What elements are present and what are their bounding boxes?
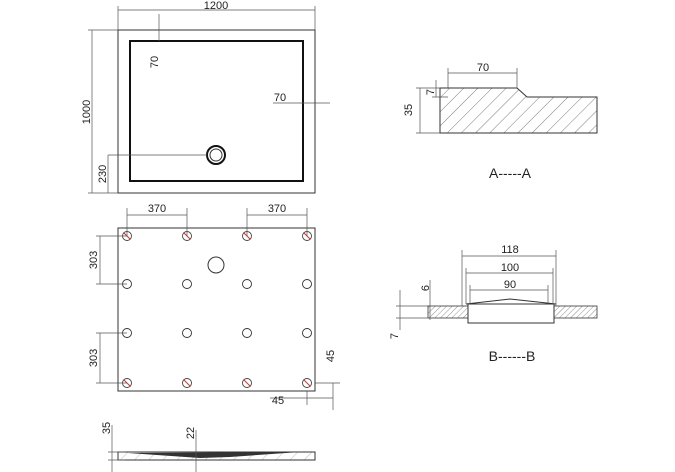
dim-rim-top: 70: [149, 56, 161, 68]
section-b-label: B------B: [489, 348, 536, 364]
bottom-view: 370 370 303 303 45 45: [88, 203, 340, 410]
tray-outline: [117, 29, 316, 194]
mounting-cross-mark: [243, 379, 251, 387]
support-foot: [302, 279, 312, 289]
dim-plate: 7: [389, 333, 401, 339]
support-foot: [302, 328, 312, 338]
support-foot: [242, 328, 252, 338]
dim-thickness: 35: [101, 422, 113, 434]
section-a-label: A-----A: [489, 165, 532, 181]
dim-drain-offset: 230: [97, 165, 109, 183]
dim-rim-right: 70: [274, 92, 286, 104]
support-foot: [302, 378, 312, 388]
dim-edge-horizontal: 45: [272, 395, 284, 407]
dim-width: 1200: [204, 0, 228, 12]
dim-middle: 100: [501, 262, 519, 274]
section-a-a: 70 35 7 A-----A: [403, 62, 598, 181]
dim-inner: 90: [504, 279, 516, 291]
support-foot: [242, 279, 252, 289]
dim-top: 6: [420, 285, 432, 291]
support-foot: [182, 279, 192, 289]
support-foot: [182, 378, 192, 388]
dim-drain-depth: 22: [185, 427, 197, 439]
tray-inner-basin: [129, 40, 304, 182]
dim-spacing-right: 370: [268, 203, 286, 215]
section-b-b: 118 100 90 6 7 B------B: [389, 244, 598, 364]
dim-spacing-left: 370: [148, 203, 166, 215]
top-view: 1200 1000 70 70 230: [81, 0, 330, 194]
dim-section-height: 35: [403, 104, 415, 116]
drain-icon: [206, 145, 226, 165]
dim-spacing-vertical-bottom: 303: [88, 349, 100, 367]
support-feet: [122, 231, 312, 388]
drain-body: [467, 303, 555, 324]
dim-height: 1000: [81, 100, 93, 124]
dim-edge-vertical: 45: [325, 350, 337, 362]
dim-outer: 118: [501, 244, 519, 256]
mounting-cross-mark: [183, 379, 191, 387]
dim-rim-width: 70: [477, 62, 489, 74]
tray-underside: [117, 227, 316, 392]
rim-section: [439, 87, 598, 134]
drain-hole: [207, 256, 225, 274]
side-view: 35 22: [101, 422, 316, 472]
dim-spacing-vertical-top: 303: [88, 251, 100, 269]
mounting-cross-mark: [303, 379, 311, 387]
support-foot: [242, 378, 252, 388]
support-foot: [182, 328, 192, 338]
dim-step: 7: [425, 89, 437, 95]
